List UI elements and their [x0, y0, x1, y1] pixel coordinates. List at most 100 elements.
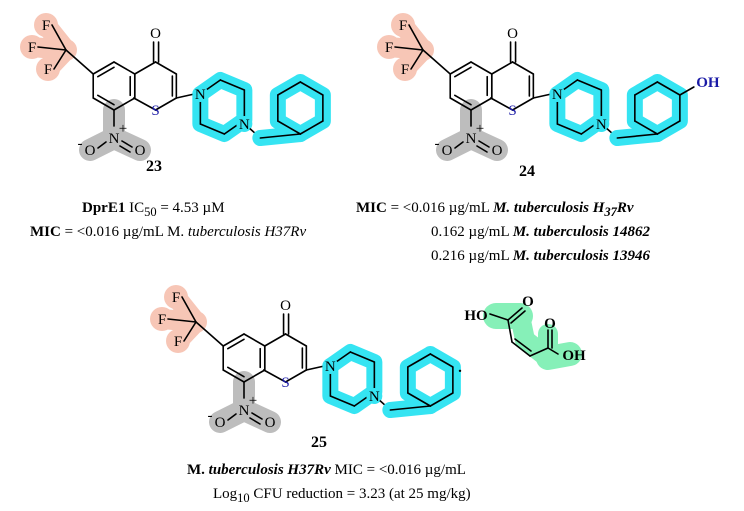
compound-23-benzo-bond-5 — [92, 61, 115, 75]
compound-25-n2-bg — [366, 388, 383, 404]
compound-23-nitro-o2-bond-b — [119, 145, 131, 153]
compound-24-nitro-plus: + — [476, 121, 484, 137]
compound-23-phenyl-bond-2 — [299, 120, 324, 135]
compound-23-benzo-bond-2 — [113, 97, 136, 111]
compound-25-nitro-o2: O — [265, 415, 276, 431]
compound-24-fluorine-3: F — [401, 62, 409, 78]
compound-25-nitro-o1-bond — [227, 413, 237, 421]
compound-23-thio-bond-0 — [154, 61, 178, 75]
compound-24-caption-line-1: MIC = <0.016 µg/mL M. tuberculosis H37Rv — [356, 200, 634, 219]
compound-23-fluorine-1: F — [42, 18, 50, 34]
compound-number-24: 24 — [519, 163, 535, 180]
compound-24-nitro-o1: O — [442, 143, 453, 159]
compound-25-fluorine-3: F — [174, 334, 182, 350]
compound-25-benzo-bond-5 — [222, 333, 245, 347]
compound-25-cf-bond-0 — [181, 296, 197, 323]
compound-24-nitro-n: N — [466, 131, 477, 147]
compound-24-caption-line-3: 0.216 µg/mL M. tuberculosis 13946 — [431, 248, 650, 264]
compound-25-benzo-bond-3 — [222, 369, 245, 383]
compound-23-carbonyl-o: O — [150, 26, 161, 42]
compound-24-carbonyl-o: O — [507, 26, 518, 42]
compound-23-fluorine-3: F — [44, 62, 52, 78]
compound-23-piperazine-n2: N — [239, 117, 250, 133]
compound-24-cf-bond-0 — [408, 24, 424, 51]
compound-24-ch2-ph-bond — [616, 133, 659, 139]
compound-25-caption-line-2: Log10 CFU reduction = 3.23 (at 25 mg/kg) — [213, 486, 471, 505]
compound-24-phenyl-bond-2 — [656, 120, 681, 135]
compound-23-benzo-inner-2 — [96, 94, 115, 106]
compound-23-caption-line-1: DprE1 IC50 = 4.53 µM — [82, 200, 225, 219]
compound-24-caption-line-2: 0.162 µg/mL M. tuberculosis 14862 — [431, 224, 650, 240]
compound-23-phenyl-bond-5 — [277, 81, 302, 96]
compound-24-benzo-inner-0 — [453, 66, 472, 78]
compound-23-thio-bond-s — [132, 97, 157, 111]
compound-23-thio-bond-5 — [133, 61, 157, 75]
compound-25-benzo-bond-2 — [243, 369, 266, 383]
compound-25-fluorine-1: F — [172, 290, 180, 306]
compound-25-thio-bond-s — [262, 369, 287, 383]
compound-25-thio-bond-5 — [263, 333, 287, 347]
compound-25-cf3-bond — [195, 321, 225, 347]
compound-25-nitro-o1: O — [215, 415, 226, 431]
compound-24-c2-n-bond — [532, 93, 553, 99]
compound-25-phenyl-bond-0 — [429, 353, 454, 368]
compound-24-fluorine-2: F — [385, 40, 393, 56]
compound-23-n2-bg — [236, 116, 253, 132]
compound-23-ch2-ph-bond — [259, 133, 302, 139]
compound-24-nitro-minus: - — [435, 136, 440, 152]
salt-dot: . — [458, 360, 462, 376]
maleate-b2a — [507, 307, 523, 321]
compound-24-cf-bond-1 — [394, 46, 424, 51]
compound-23-cf-bond-2 — [53, 49, 67, 70]
compound-25-piperazine-n2: N — [369, 389, 380, 405]
compound-24-thio-bond-s — [489, 97, 514, 111]
compound-23-cf-bond-0 — [51, 24, 67, 51]
compound-25-cf3-hl-bond-2 — [168, 312, 206, 351]
compound-23-cf3-bond — [65, 49, 95, 75]
maleate-b2b — [510, 310, 526, 324]
compound-25-benzo-inner-0 — [226, 338, 245, 350]
compound-24-piperazine-n2: N — [596, 117, 607, 133]
compound-24-phenyl-bond-5 — [634, 81, 659, 96]
compound-23-caption-line-2: MIC = <0.016 µg/mL M. tuberculosis H37Rv — [30, 224, 307, 240]
compound-25-thio-bond-0 — [284, 333, 308, 347]
compound-23-nitro-o2: O — [135, 143, 146, 159]
compound-23-phenyl-bond-0 — [299, 81, 324, 96]
compound-25-ch2-ph-bond — [389, 405, 432, 411]
maleate-oh: OH — [562, 348, 586, 364]
maleate-b1 — [489, 313, 509, 321]
compound-24-benzo-inner-2 — [453, 94, 472, 106]
compound-24-cf3-hl-bond-2 — [395, 40, 433, 79]
compound-23-cf3-hl-bond-2 — [38, 40, 76, 79]
compound-25-piperazine-n1: N — [325, 359, 336, 375]
maleate-o-a: O — [522, 294, 534, 310]
compound-23-fluorine-2: F — [28, 40, 36, 56]
compound-number-25: 25 — [311, 434, 327, 451]
compound-25-sulfur: S — [281, 375, 289, 391]
compound-25-piperazine-bond-1 — [349, 351, 376, 363]
maleate-b4a — [511, 341, 531, 357]
compound-25-nitro-n: N — [239, 403, 250, 419]
maleate-o-b: O — [544, 316, 556, 332]
compound-23-nitro-o1: O — [85, 143, 96, 159]
compound-23-piperazine-n1: N — [195, 87, 206, 103]
compound-24-oh-bond — [679, 86, 695, 96]
compound-24-benzo-bond-5 — [449, 61, 472, 75]
compound-25-nitro-plus: + — [249, 393, 257, 409]
compound-24-nitro-o2: O — [492, 143, 503, 159]
compound-23-c2-n-bond — [175, 93, 196, 99]
maleate-b4b — [514, 338, 532, 352]
compound-24-fluorine-1: F — [399, 18, 407, 34]
compound-25-benzo-inner-2 — [226, 366, 245, 378]
compound-number-23: 23 — [146, 158, 162, 175]
compound-24-thio-bond-0 — [511, 61, 535, 75]
compound-23-thio-bond-2 — [154, 97, 178, 111]
compound-25-n1-bg — [322, 358, 339, 374]
compound-25-c2-n-bond — [305, 365, 326, 371]
compound-24-cf-bond-2 — [410, 49, 424, 70]
compound-23-piperazine-bond-1 — [219, 79, 246, 91]
compound-23-cf-bond-1 — [37, 46, 67, 51]
compound-24-phenyl-bond-3 — [634, 120, 659, 135]
